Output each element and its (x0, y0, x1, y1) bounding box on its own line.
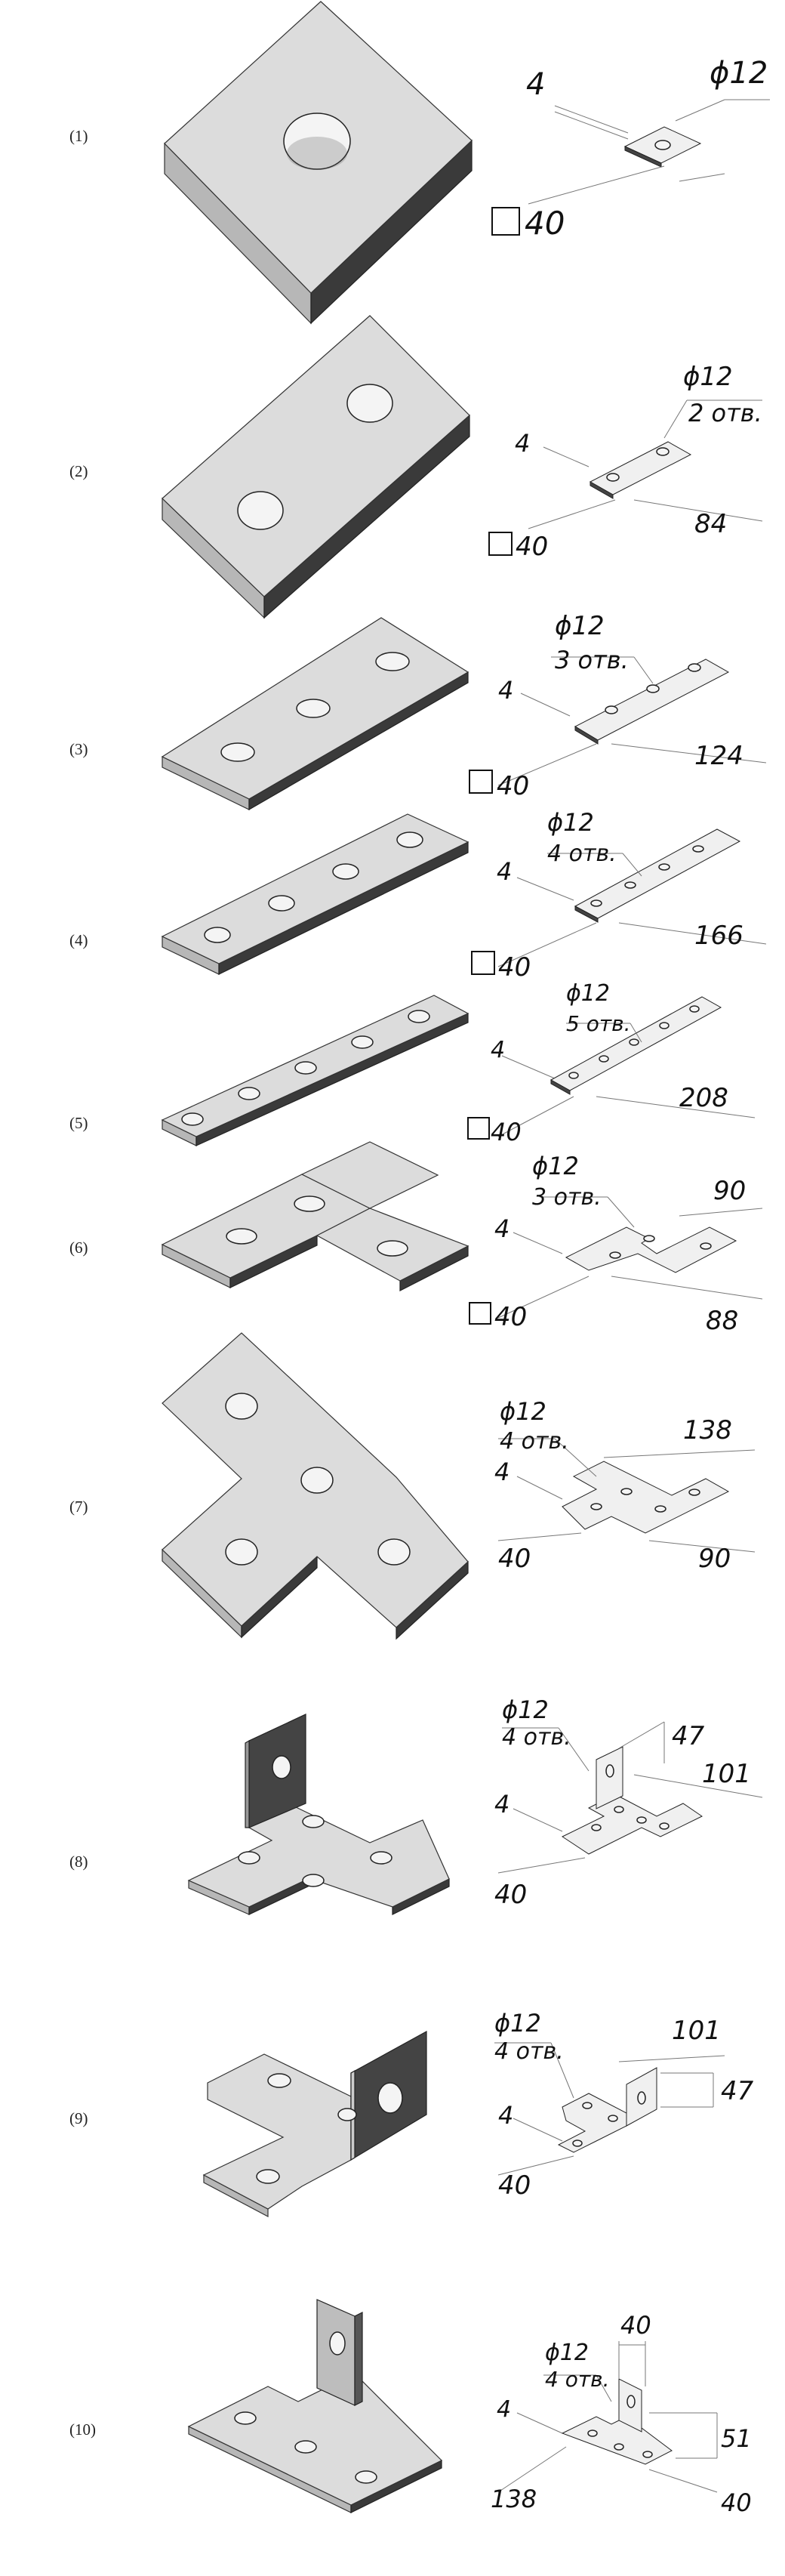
part-6-dim-b: 90 (713, 1176, 746, 1206)
part-9-dim-a: 101 (672, 2016, 721, 2046)
part-10-hole: ϕ12 (545, 2340, 589, 2366)
part-10-thickness: 4 (497, 2396, 511, 2423)
part-4-dim-a: 40 (498, 952, 531, 983)
part-8-dim-b: 101 (702, 1759, 751, 1789)
item-label-8: (8) (69, 1853, 88, 1871)
item-label-9: (9) (69, 2109, 88, 2127)
part-5-dim-a: 40 (491, 1118, 522, 1146)
part-8-drawing: 4 ϕ12 4 отв. 47 101 40 (494, 1695, 763, 1910)
item-label-10: (10) (69, 2420, 96, 2439)
part-4-drawing: 4 ϕ12 4 отв. 40 166 (471, 808, 767, 983)
item-label-2: (2) (69, 462, 88, 480)
item-label-1: (1) (69, 127, 88, 145)
part-2-dim-b: 84 (694, 509, 727, 539)
part-9-drawing: 4 ϕ12 4 отв. 101 47 40 (494, 2009, 754, 2201)
part-3-thickness: 4 (498, 676, 513, 705)
part-8-holes-note: 4 отв. (502, 1724, 571, 1751)
part-10-dim-b: 51 (721, 2424, 752, 2453)
part-7-dim-b: 40 (498, 1544, 531, 1574)
part-3-drawing: 4 ϕ12 3 отв. 40 124 (469, 611, 767, 801)
part-4-hole: ϕ12 (547, 808, 594, 837)
item-label-5: (5) (69, 1114, 88, 1132)
part-7-hole: ϕ12 (500, 1397, 546, 1426)
part-7-dim-c: 90 (698, 1544, 731, 1574)
part-4-iso (161, 813, 469, 975)
part-9-dim-b: 47 (721, 2076, 754, 2106)
part-9-iso (202, 2030, 427, 2217)
part-5-iso (161, 995, 469, 1146)
part-3-dim-a: 40 (497, 771, 529, 801)
part-1-dim-a: 40 (525, 205, 565, 242)
part-6-drawing: 4 ϕ12 3 отв. 40 90 88 (469, 1152, 763, 1336)
item-label-6: (6) (69, 1239, 88, 1257)
part-10-drawing: 4 ϕ12 4 отв. 40 51 138 40 (491, 2311, 752, 2517)
part-8-dim-a: 47 (672, 1721, 705, 1751)
part-6-hole: ϕ12 (532, 1152, 579, 1180)
part-8-dim-c: 40 (494, 1880, 527, 1910)
part-1-iso (164, 1, 473, 325)
part-4-dim-b: 166 (694, 921, 743, 951)
part-2-hole: ϕ12 (683, 362, 733, 392)
item-label-4: (4) (69, 931, 88, 949)
part-5-drawing: 4 ϕ12 5 отв. 40 208 (467, 980, 756, 1146)
part-10-dim-c: 138 (491, 2485, 537, 2513)
part-2-dim-a: 40 (516, 532, 548, 562)
part-5-hole: ϕ12 (566, 980, 610, 1007)
part-6-dim-a: 40 (494, 1302, 527, 1332)
part-9-dim-c: 40 (498, 2170, 531, 2201)
part-3-iso (161, 617, 469, 811)
part-1-hole: ϕ12 (710, 56, 768, 91)
part-9-holes-note: 4 отв. (494, 2038, 564, 2065)
part-7-drawing: 4 ϕ12 4 отв. 138 40 90 (494, 1397, 756, 1574)
part-3-holes-note: 3 отв. (555, 646, 629, 674)
part-10-iso (187, 2299, 443, 2513)
part-2-holes-note: 2 отв. (688, 399, 762, 427)
part-8-iso (187, 1714, 450, 1915)
part-10-holes-note: 4 отв. (545, 2367, 610, 2392)
part-7-iso (162, 1332, 469, 1640)
part-2-drawing: 4 ϕ12 2 отв. 40 84 (488, 362, 763, 562)
part-5-dim-b: 208 (679, 1083, 728, 1113)
part-10-dim-d: 40 (721, 2488, 752, 2517)
part-9-hole: ϕ12 (494, 2009, 541, 2038)
square-dimension-icon (491, 207, 520, 236)
part-8-thickness: 4 (494, 1790, 509, 1819)
part-3-hole: ϕ12 (555, 611, 605, 641)
part-6-dim-c: 88 (706, 1306, 738, 1336)
part-8-hole: ϕ12 (502, 1695, 549, 1724)
item-label-3: (3) (69, 740, 88, 758)
item-label-7: (7) (69, 1498, 88, 1516)
part-6-iso (161, 1141, 469, 1291)
part-4-thickness: 4 (497, 857, 512, 886)
part-10-dim-a: 40 (620, 2311, 651, 2340)
part-9-thickness: 4 (498, 2101, 513, 2130)
part-7-thickness: 4 (494, 1458, 509, 1486)
part-2-iso (162, 315, 470, 619)
part-7-dim-a: 138 (683, 1415, 732, 1445)
part-3-dim-b: 124 (694, 741, 743, 771)
part-6-holes-note: 3 отв. (532, 1184, 602, 1211)
part-1-thickness: 4 (526, 67, 545, 102)
part-4-holes-note: 4 отв. (547, 841, 617, 867)
part-6-thickness: 4 (494, 1214, 509, 1243)
part-5-thickness: 4 (491, 1037, 505, 1063)
part-7-holes-note: 4 отв. (500, 1428, 569, 1455)
part-1-drawing: 4 ϕ12 40 (491, 56, 770, 242)
part-5-holes-note: 5 отв. (566, 1011, 631, 1036)
part-2-thickness: 4 (515, 429, 530, 458)
